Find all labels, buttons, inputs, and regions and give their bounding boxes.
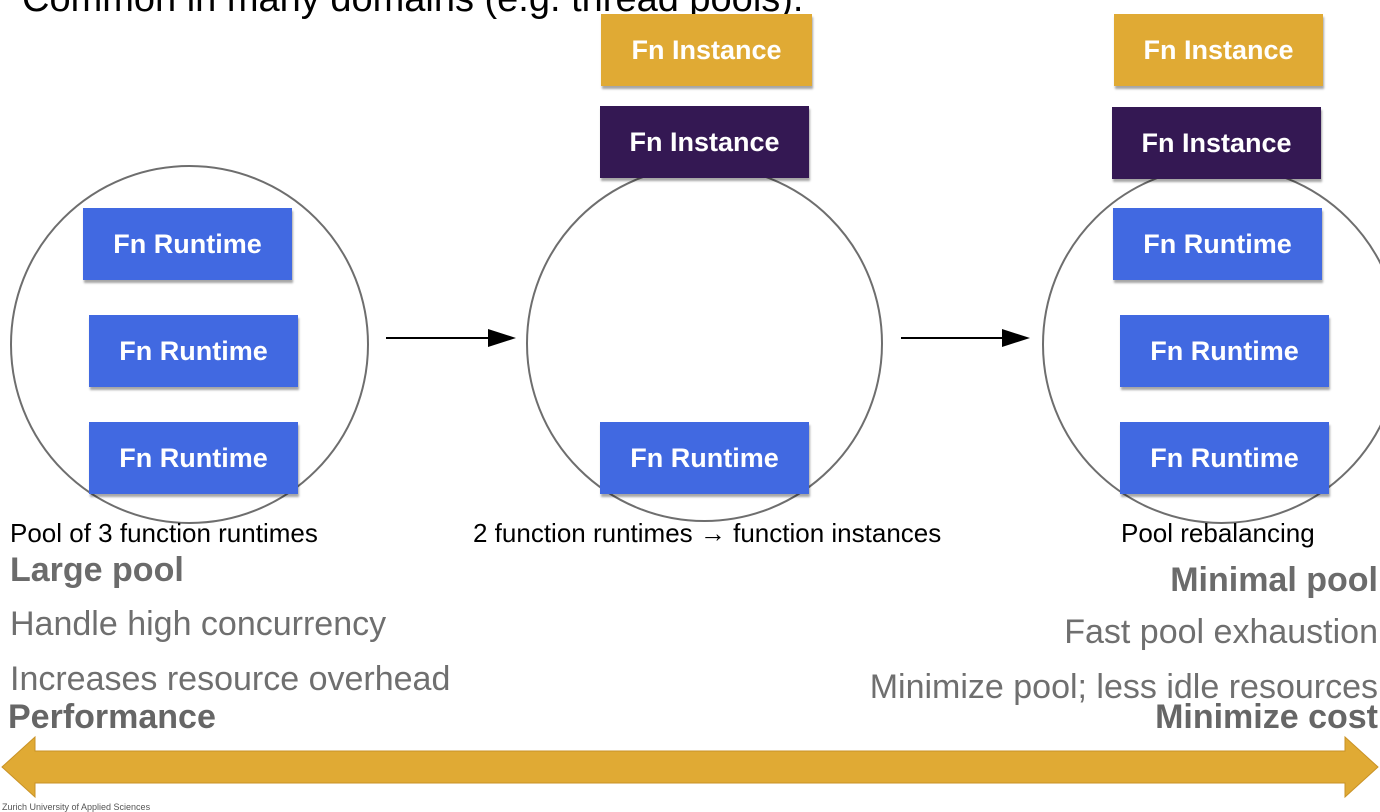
fn-instance-box: Fn Instance [1112,107,1321,179]
transition-arrow-head [488,329,516,347]
pool-circle-large [10,165,369,524]
transition-arrow-line [386,337,490,339]
fn-instance-box: Fn Instance [600,106,809,178]
fn-runtime-box: Fn Runtime [1120,315,1329,387]
large-pool-heading: Large pool [10,551,184,589]
large-pool-point: Increases resource overhead [10,660,451,698]
fn-runtime-box: Fn Runtime [83,208,292,280]
transition-arrow-head [1002,329,1030,347]
transition-arrow-line [901,337,1004,339]
fn-runtime-box: Fn Runtime [89,422,298,494]
fn-runtime-box: Fn Runtime [1120,422,1329,494]
scale-left-label: Performance [8,698,216,736]
fn-runtime-box: Fn Runtime [1113,208,1322,280]
stage3-caption: Pool rebalancing [1121,518,1315,548]
minimal-pool-point: Minimize pool; less idle resources [869,668,1378,706]
minimal-pool-point: Fast pool exhaustion [1064,613,1378,651]
large-pool-point: Handle high concurrency [10,605,387,643]
minimal-pool-heading: Minimal pool [1170,561,1378,599]
footer-institution: Zurich University of Applied Sciences [2,802,151,812]
scale-right-label: Minimize cost [1155,698,1378,736]
stage2-caption: 2 function runtimes → function instances [473,518,942,548]
fn-runtime-box: Fn Runtime [89,315,298,387]
fn-runtime-box: Fn Runtime [600,422,809,494]
tradeoff-double-arrow [1,735,1379,799]
fn-instance-box: Fn Instance [1114,14,1323,86]
stage1-caption: Pool of 3 function runtimes [10,518,318,548]
fn-instance-box: Fn Instance [601,14,812,86]
double-arrow-shape [1,735,1379,799]
